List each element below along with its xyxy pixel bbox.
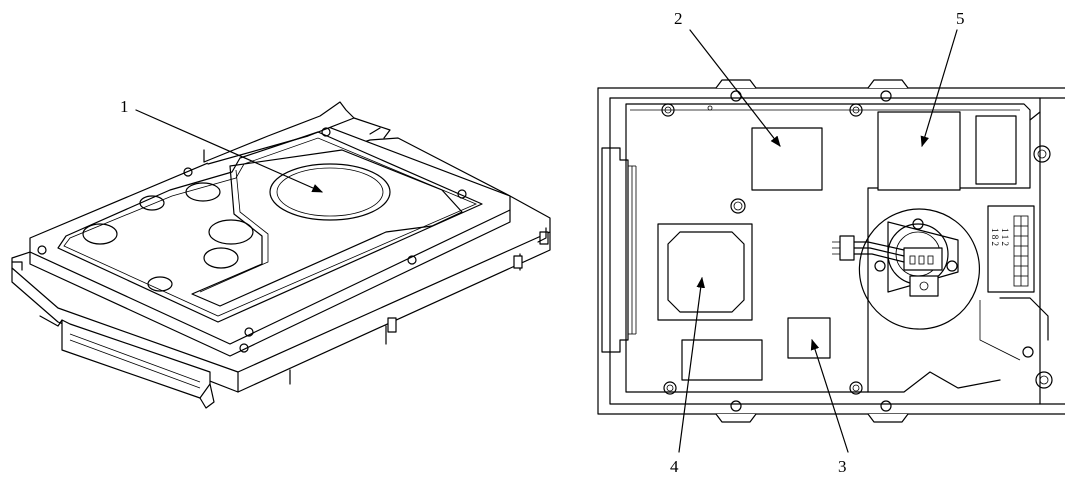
chip-2	[751, 127, 823, 191]
chip-5	[877, 111, 961, 191]
pcb-mark-row-b: 1 8 2	[990, 228, 1000, 246]
pcb-mark-row-a: 1 1 2	[1000, 228, 1010, 246]
spindle-motor-hub	[269, 163, 391, 221]
callout-label-1: 1	[120, 97, 129, 116]
chip-3	[787, 317, 831, 359]
cover-holes	[37, 127, 467, 353]
callout-leaders	[135, 29, 958, 453]
callout-label-3: 3	[838, 457, 847, 476]
motor-assembly	[832, 208, 980, 330]
drive-top-view	[11, 101, 551, 409]
drive-pcb-view: 1 1 2 1 8 2	[597, 79, 1065, 423]
callout-label-2: 2	[674, 9, 683, 28]
callout-label-4: 4	[670, 457, 679, 476]
jumper-block: 1 1 2 1 8 2	[987, 205, 1035, 293]
pcb-interface-connector	[601, 147, 637, 353]
callout-label-5: 5	[956, 9, 965, 28]
interface-connector	[39, 315, 215, 409]
chip-4	[657, 223, 753, 321]
